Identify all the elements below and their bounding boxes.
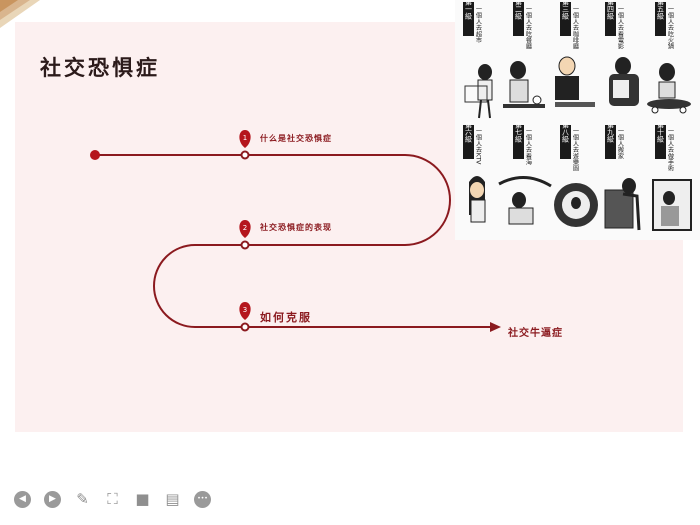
comic-panel-4: 第四級 一個人去看電影 [605,0,639,106]
svg-text:第六級: 第六級 [465,121,473,144]
slideshow-toolbar: ◀ ▶ ✎ ⛶ ■ ▤ ••• [14,488,211,510]
end-label: 社交牛逼症 [508,328,563,339]
step-marker-3: 3 [239,302,251,332]
svg-text:一個人搬家: 一個人搬家 [617,128,624,159]
comic-panel-3: 第三級 一個人去咖啡廳 [555,0,595,107]
start-dot [90,150,100,160]
previous-icon[interactable]: ◀ [14,490,31,508]
svg-text:3: 3 [243,306,247,314]
svg-text:一個人去吃火鍋: 一個人去吃火鍋 [667,6,674,50]
svg-text:1: 1 [243,134,247,142]
step-marker-2: 2 [239,220,251,250]
svg-text:一個人去看電影: 一個人去看電影 [617,6,624,51]
more-icon[interactable]: ••• [194,490,211,508]
comic-panel-10: 第十級 一個人去做手術 [652,121,692,231]
svg-text:一個人去做手術: 一個人去做手術 [667,128,674,173]
comic-panel-8: 第八級 一個人去遊樂園 [554,121,598,227]
step-3-label: 如何克服 [260,311,312,324]
svg-text:第十級: 第十級 [657,121,665,144]
pen-icon[interactable]: ✎ [76,489,89,508]
comic-panel-5: 第五級 一個人去吃火鍋 [647,0,691,114]
comment-icon[interactable]: ▤ [165,489,180,508]
svg-text:一個人去超市: 一個人去超市 [475,6,482,44]
svg-text:第二級: 第二級 [515,0,523,21]
svg-text:一個人去吃餐廳: 一個人去吃餐廳 [525,6,532,51]
screenshot-icon[interactable]: ⛶ [107,489,118,508]
loneliness-levels-comic: 第一級 一個人去超市 第二級 一個人去吃餐廳 第三級 一個人去咖啡廳 第四級 一… [455,0,700,240]
svg-text:第八級: 第八級 [562,121,570,144]
comic-panel-2: 第二級 一個人去吃餐廳 [503,0,545,108]
step-1-label: 什么是社交恐惧症 [260,133,332,143]
slide-title: 社交恐惧症 [40,55,160,80]
next-icon[interactable]: ▶ [44,490,61,508]
svg-text:一個人去看海: 一個人去看海 [525,128,532,166]
svg-text:第五級: 第五級 [657,0,665,21]
end-arrow [490,322,501,332]
svg-text:一個人去遊樂園: 一個人去遊樂園 [572,128,579,173]
step-2-label: 社交恐惧症的表现 [260,222,332,232]
svg-text:第四級: 第四級 [607,0,615,21]
comic-panel-7: 第七級 一個人去看海 [498,121,552,225]
svg-text:第九級: 第九級 [607,121,615,144]
comic-panel-6: 第六級 一個人去KTV [463,121,486,223]
comic-panel-1: 第一級 一個人去超市 [463,0,493,119]
camera-icon[interactable]: ■ [135,489,150,508]
svg-text:2: 2 [243,224,247,232]
svg-text:一個人去KTV: 一個人去KTV [475,128,482,165]
svg-text:第三級: 第三級 [562,0,570,21]
comic-panel-9: 第九級 一個人搬家 [604,121,641,231]
step-marker-1: 1 [239,130,251,160]
svg-text:第七級: 第七級 [515,121,523,144]
svg-text:一個人去咖啡廳: 一個人去咖啡廳 [572,6,579,51]
corner-fan-decoration [0,0,40,28]
svg-text:第一級: 第一級 [465,0,473,21]
